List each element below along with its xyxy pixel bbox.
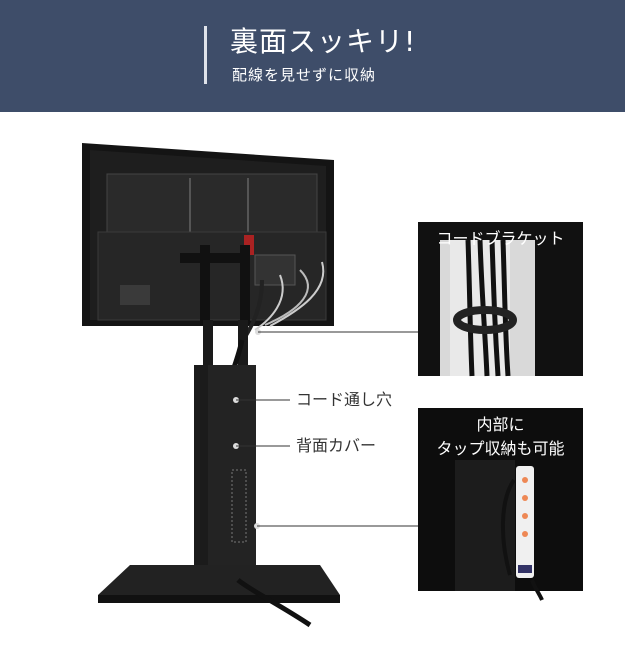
page-title: 裏面スッキリ! [230,25,417,58]
product-illustration [82,143,583,628]
cord-hole-label: コード通し穴 [296,390,393,409]
title-accent-bar [204,26,207,84]
page-subtitle: 配線を見せずに収納 [232,66,377,84]
storage-label-line2: タップ収納も可能 [436,439,565,458]
product-scene: コード通し穴 背面カバー コードブラケット 内部に タップ収納も可能 [0,112,625,667]
storage-label-line1: 内部に [476,415,525,434]
cord-bracket-label: コードブラケット [436,229,565,248]
stand-base [98,565,340,595]
header-banner: 裏面スッキリ! 配線を見せずに収納 [0,0,625,112]
back-cover-label: 背面カバー [296,436,377,455]
